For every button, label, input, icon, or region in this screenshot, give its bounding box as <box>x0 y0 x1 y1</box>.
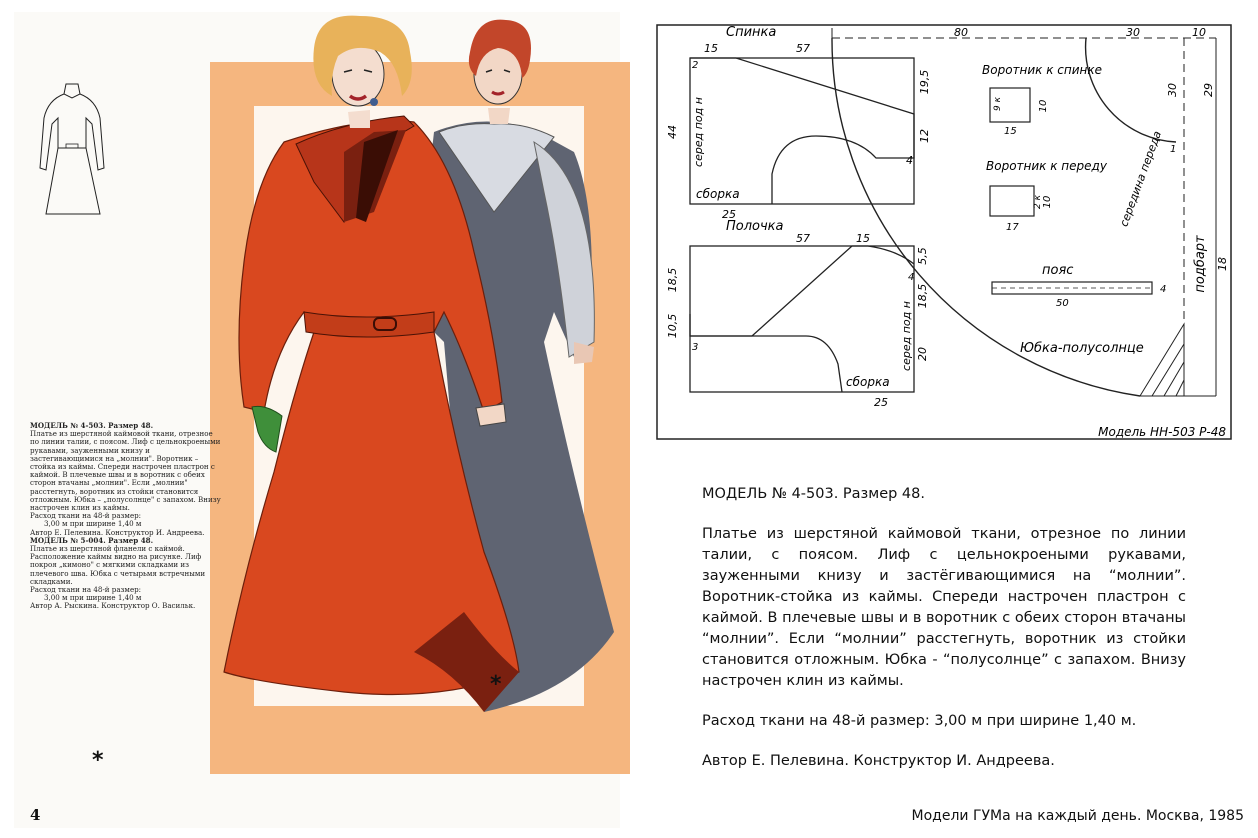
red-dress-figure <box>223 15 520 712</box>
skirt-label: Юбка-полусолнце <box>1020 341 1144 356</box>
sewing-pattern-draft: Спинка Полочка Воротник к спинке Воротни… <box>656 24 1232 440</box>
page-number: 4 <box>30 806 41 824</box>
dim-label: 57 <box>796 42 810 55</box>
dim-label: 2 к <box>1033 194 1043 209</box>
front-bodice <box>689 245 915 393</box>
description-body: Платье из шерстяной каймовой ткани, отре… <box>702 526 1186 689</box>
dress-flat-sketch-icon <box>39 83 105 215</box>
hem-label: подбарт <box>1193 235 1208 293</box>
dim-label: 4 <box>906 154 913 167</box>
dim-label: 10 <box>1042 196 1053 209</box>
collar-front-label: Воротник к переду <box>986 159 1108 173</box>
dim-label: 20 <box>916 347 929 361</box>
description-author: Автор Е. Пелевина. Конструктор И. Андрее… <box>702 753 1055 769</box>
caption-model2-fabric-amount: 3,00 м при ширине 1,40 м <box>44 593 142 603</box>
dim-label: 5,5 <box>916 247 929 265</box>
dim-label: 1 <box>1170 144 1176 155</box>
caption-model2-text: Платье из шерстяной фланели с каймой. Ра… <box>30 544 206 586</box>
caption-model1-fabric-amount: 3,00 м при ширине 1,40 м <box>44 519 142 529</box>
caption-model1-fabric: Расход ткани на 48-й размер: <box>30 511 142 521</box>
belt-label: пояс <box>1042 263 1073 278</box>
dim-label: 25 <box>722 208 736 221</box>
dim-label: 4 <box>908 272 914 283</box>
magazine-page: МОДЕЛЬ № 4-503. Размер 48. Платье из шер… <box>14 12 630 828</box>
dim-label: 3 <box>692 342 698 353</box>
dim-label: 15 <box>704 42 718 55</box>
pattern-svg: Спинка Полочка Воротник к спинке Воротни… <box>656 24 1232 440</box>
mid-front-label: серед под н <box>900 301 913 371</box>
dim-label: 15 <box>1004 126 1017 137</box>
caption-model1-title: МОДЕЛЬ № 4-503. Размер 48. <box>30 421 154 430</box>
model-caption: МОДЕЛЬ № 4-503. Размер 48. Платье из шер… <box>30 421 222 611</box>
dim-label: 9 к <box>993 96 1003 111</box>
dim-label: 4 <box>1160 284 1166 295</box>
caption-model2-author: Автор А. Рыскина. Конструктор О. Васильк… <box>30 601 196 611</box>
collar-back-piece <box>989 87 1031 123</box>
dim-label: 2 <box>692 60 698 71</box>
dim-label: 10 <box>1192 26 1206 39</box>
dim-label: 18,5 <box>666 268 679 293</box>
dim-label: 30 <box>1166 83 1179 97</box>
dim-label: 19,5 <box>918 70 931 95</box>
asterisk-marker: * <box>92 748 104 773</box>
gather-front-label: сборка <box>846 375 890 389</box>
model-description: МОДЕЛЬ № 4-503. Размер 48. Платье из шер… <box>702 484 1186 791</box>
back-bodice <box>689 57 915 205</box>
dim-label: 18 <box>1216 257 1229 271</box>
dim-label: 50 <box>1056 298 1069 309</box>
dim-label: 18,5 <box>916 284 929 309</box>
dim-label: 80 <box>954 26 968 39</box>
caption-model2-fabric: Расход ткани на 48-й размер: <box>30 585 142 595</box>
caption-model1-text: Платье из шерстяной каймовой ткани, отре… <box>30 429 221 513</box>
caption-model1-author: Автор Е. Пелевина. Конструктор И. Андрее… <box>30 527 205 537</box>
dim-label: 25 <box>874 396 888 409</box>
dim-label: 10 <box>1038 100 1049 113</box>
description-title: МОДЕЛЬ № 4-503. Размер 48. <box>702 486 925 502</box>
dim-label: 30 <box>1126 26 1140 39</box>
collar-back-label: Воротник к спинке <box>982 63 1102 77</box>
dim-label: 57 <box>796 232 810 245</box>
description-fabric: Расход ткани на 48-й размер: 3,00 м при … <box>702 713 1137 729</box>
source-credit: Модели ГУМа на каждый день. Москва, 1985 <box>911 808 1244 824</box>
caption-model2-title: МОДЕЛЬ № 5-004. Размер 48. <box>30 535 154 545</box>
dim-label: 12 <box>918 129 931 143</box>
front-label: Полочка <box>726 219 784 234</box>
dim-label: 10,5 <box>666 314 679 339</box>
back-label: Спинка <box>726 25 776 40</box>
asterisk-marker: * <box>490 672 502 697</box>
mid-back-label: серед под н <box>692 97 705 167</box>
dim-label: 29 <box>1202 83 1215 97</box>
fashion-illustration <box>39 15 614 712</box>
dim-label: 17 <box>1006 222 1019 233</box>
gather-back-label: сборка <box>696 187 740 201</box>
model-label: Модель НН-503 Р-48 <box>1098 425 1226 439</box>
collar-front-piece <box>989 185 1035 217</box>
dim-label: 15 <box>856 232 870 245</box>
dim-label: 44 <box>666 125 679 139</box>
